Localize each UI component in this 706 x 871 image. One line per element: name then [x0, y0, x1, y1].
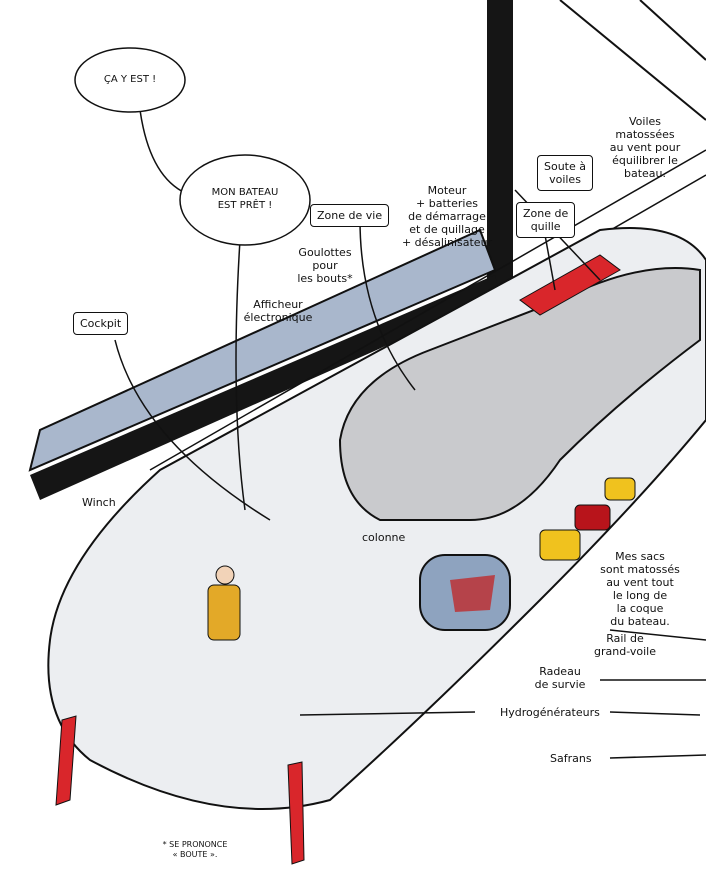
bag-yellow	[539, 529, 581, 561]
pointer-line	[299, 711, 476, 716]
stay	[639, 0, 706, 61]
label-goulottes: Goulottes pour les bouts*	[297, 246, 353, 285]
pointer-line	[609, 754, 706, 759]
pointer-line	[609, 629, 706, 641]
label-colonne: colonne	[362, 531, 406, 544]
deck-line	[149, 149, 706, 471]
pointer-line	[609, 711, 701, 716]
label-safrans: Safrans	[550, 752, 592, 765]
pointer-line	[359, 219, 416, 391]
label-rail: Rail de grand-voile	[594, 632, 656, 658]
rudder-right	[287, 761, 305, 865]
label-radeau: Radeau de survie	[534, 665, 586, 691]
label-voiles-matossees: Voiles matossées au vent pour équilibrer…	[609, 115, 681, 180]
label-winch: Winch	[82, 496, 116, 509]
bag-red	[574, 504, 611, 531]
label-soute-a-voiles: Soute à voiles	[537, 155, 594, 191]
speech-bubble-1	[74, 47, 186, 113]
label-afficheur: Afficheur électronique	[243, 298, 313, 324]
boom	[30, 275, 500, 500]
sailor-head	[215, 565, 235, 585]
label-cockpit: Cockpit	[73, 312, 129, 335]
bubble-tail	[139, 109, 191, 196]
rudder-left	[55, 715, 77, 806]
bag-yellow	[604, 477, 636, 501]
label-hydrogenerateurs: Hydrogénérateurs	[500, 706, 600, 719]
label-zone-de-vie: Zone de vie	[310, 204, 390, 227]
speech-text-1: ÇA Y EST !	[103, 74, 157, 85]
speech-bubble-2	[179, 154, 311, 246]
sail-locker-red	[519, 254, 621, 316]
raft-cover	[450, 575, 495, 612]
cabin-interior	[338, 267, 701, 521]
label-mes-sacs: Mes sacs sont matossés au vent tout le l…	[600, 550, 680, 628]
label-moteur: Moteur + batteries de démarrage et de qu…	[401, 184, 493, 249]
sailor-body	[207, 584, 241, 641]
pointer-line	[544, 234, 556, 291]
footnote: * SE PRONONCE « BOUTE ».	[162, 840, 228, 859]
stay	[559, 0, 706, 121]
speech-text-2: MON BATEAU EST PRÊT !	[211, 187, 279, 211]
mast	[487, 0, 513, 330]
bubble-tail	[235, 239, 246, 511]
label-zone-de-quille: Zone de quille	[516, 202, 576, 238]
pointer-line	[114, 339, 271, 521]
